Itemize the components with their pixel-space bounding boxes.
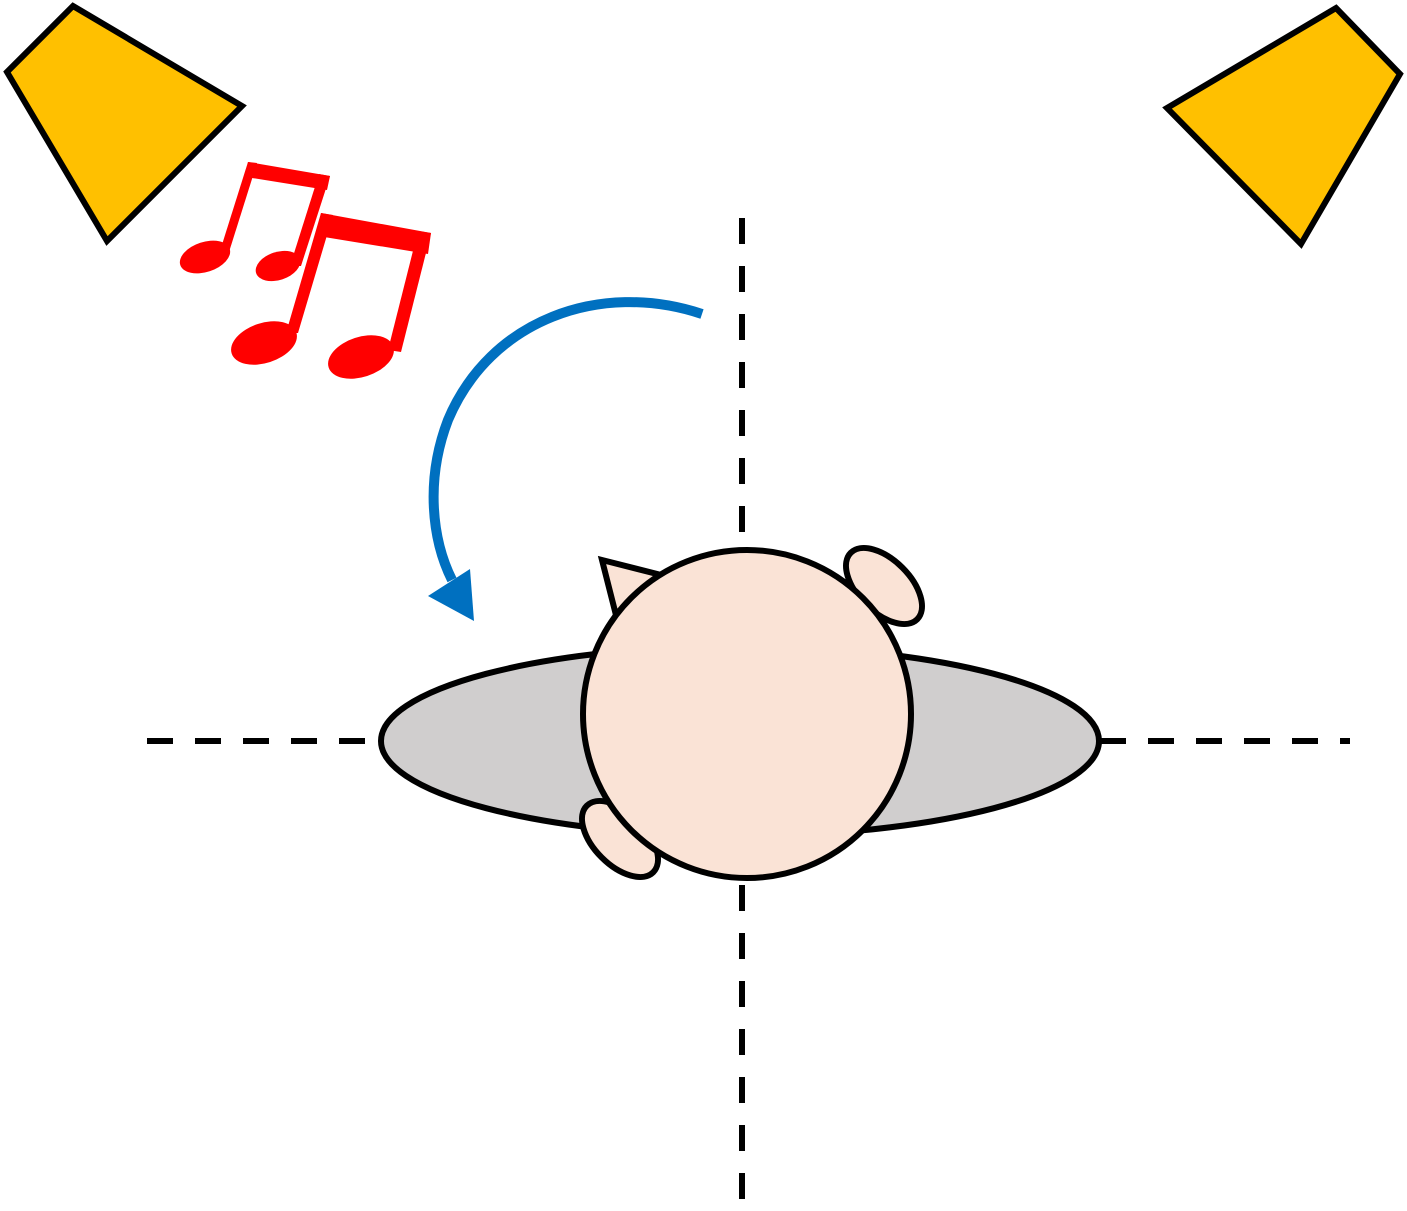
head (580, 547, 914, 881)
large-note-head-left (231, 321, 297, 365)
large-note-stem-left (286, 213, 333, 333)
curved-arrow-icon (428, 297, 704, 621)
small-note-head-right (255, 250, 301, 282)
left-speaker-icon (3, 2, 247, 246)
large-note-head-right (328, 335, 394, 379)
small-note-beam (246, 162, 330, 190)
rotation-arrow-shaft (428, 297, 704, 583)
person-top-view-icon (378, 545, 1102, 881)
large-note-beam (318, 213, 431, 254)
large-note-stem-right (388, 231, 431, 352)
right-speaker-icon (1162, 4, 1404, 249)
rotation-arrow-head (428, 569, 474, 621)
small-note-stem-right (290, 174, 330, 266)
axis-lines (147, 218, 1350, 1211)
music-notes-icon (179, 162, 431, 379)
small-note-stem-left (220, 162, 257, 252)
small-note-head-left (179, 240, 231, 274)
